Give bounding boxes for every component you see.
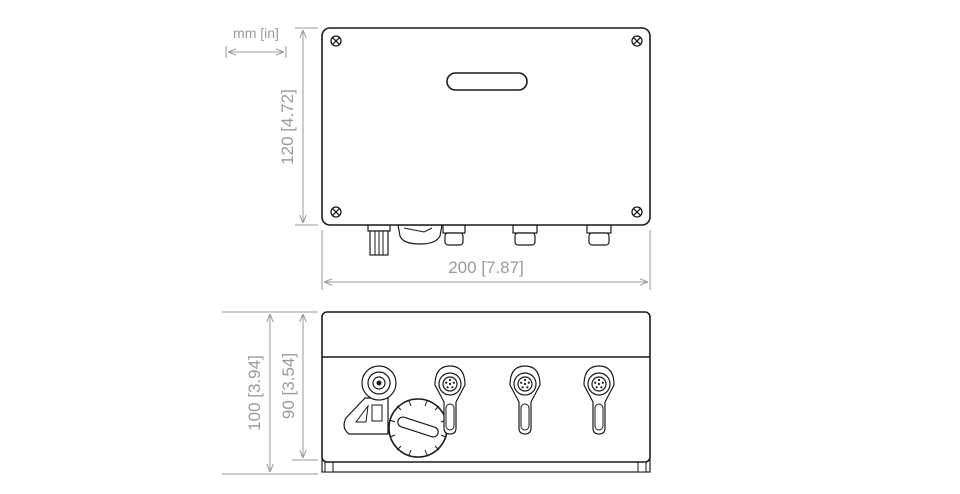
top-connectors [367,224,612,256]
dim-front-total-height-label: 100 [3.94] [245,355,264,431]
front-connector-3 [509,365,541,435]
front-connector-2 [434,365,466,435]
dim-top-width-label: 200 [7.87] [448,258,524,277]
front-connector-4 [583,365,615,435]
dim-top-height-label: 120 [4.72] [278,89,297,165]
front-view [321,311,651,473]
screw-bottom-right-icon [631,206,643,218]
dim-top-width: 200 [7.87] [321,230,651,290]
top-view-slot [446,72,528,91]
screw-top-right-icon [631,35,643,47]
screw-bottom-left-icon [330,206,342,218]
units-legend: mm [in] [225,25,287,58]
dim-front-body-height: 90 [3.54] [279,314,318,461]
front-cap [388,398,448,458]
front-connector-1 [343,365,397,435]
top-view [321,27,651,256]
dim-top-height: 120 [4.72] [278,27,318,226]
units-label: mm [in] [233,25,279,41]
dim-front-total-height: 100 [3.94] [222,311,318,475]
dim-front-body-height-label: 90 [3.54] [279,353,298,419]
top-view-body [321,27,651,226]
screw-top-left-icon [330,35,342,47]
